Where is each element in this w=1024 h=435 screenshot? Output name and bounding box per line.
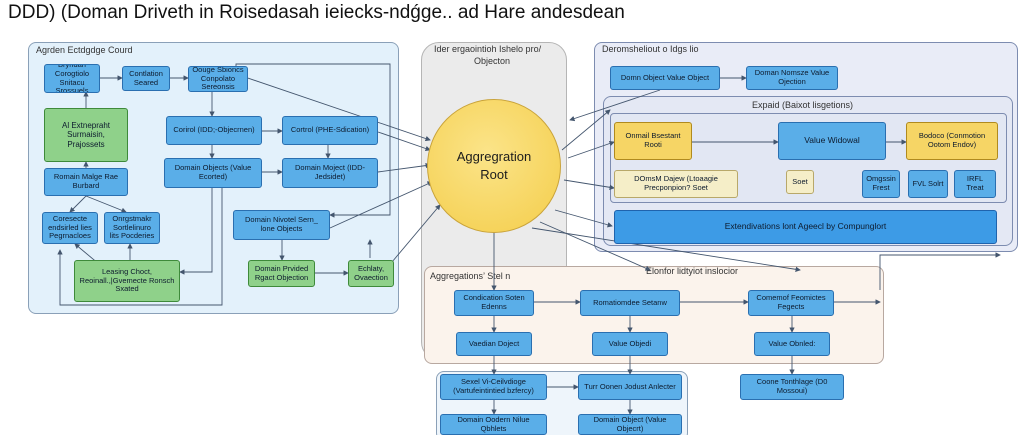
domain-objects-node[interactable]: Domain Objects (Value Ecorted): [164, 158, 262, 188]
domain-prvided-node[interactable]: Domain Prvided Rgact Objection: [248, 260, 315, 287]
b-coone-node[interactable]: Coone Tonthlage (D0 Mossoui): [740, 374, 844, 400]
connecte-node[interactable]: Coresecte endsirled lies Pegrnacloes: [42, 212, 98, 244]
r-omgssin-node[interactable]: Omgssin Frest: [862, 170, 900, 198]
bottom-context-title: Aggregations’ Stel n: [430, 271, 511, 281]
r-soet-node[interactable]: Soet: [786, 170, 814, 194]
control-phe-node[interactable]: Cortrol (PHE-Sdication): [282, 116, 378, 145]
leasing-node[interactable]: Leasing Choct, Reoinall.,|Gvemecte Ronsc…: [74, 260, 180, 302]
echlaty-node[interactable]: Echlaty, Ovaection: [348, 260, 394, 287]
b-turr-node[interactable]: Turr Oonen Jodust Anlecter: [578, 374, 682, 400]
b-domain-oodern-node[interactable]: Domain Oodern Nilue Qbhlets: [440, 414, 547, 435]
r-domain-object-node[interactable]: Domn Object Value Object: [610, 66, 720, 90]
al-extnepraht-node[interactable]: Al Extnepraht Surmaisin, Prajossets: [44, 108, 128, 162]
center-context-title-2: Objecton: [474, 56, 511, 66]
left-context-title: Agrden Ectdgdge Courd: [36, 45, 133, 55]
b-vaedian-doject-node[interactable]: Vaedian Doject: [456, 332, 532, 356]
bryndan-node[interactable]: Bryndan Corogtiolo Snitacu Srossuels: [44, 64, 100, 93]
r-extend-node[interactable]: Extendivations lont Ageecl by Compunglor…: [614, 210, 997, 244]
b-romatiomdee-node[interactable]: Romatiomdee Setanw: [580, 290, 680, 316]
right-outer-title: Deromsheliout o Idgs lio: [602, 44, 699, 54]
aggregation-root-node[interactable]: Aggregration Root: [427, 99, 561, 233]
oouge-node[interactable]: Oouge Sbioncs Conpolato Sereonsis: [188, 66, 248, 92]
romain-malge-node[interactable]: Romain Malge Rae Burbard: [44, 168, 128, 196]
root-label-2: Root: [480, 167, 508, 182]
onrgstmakr-node[interactable]: Onrgstmakr Sortlelinuro lits Pocderies: [104, 212, 160, 244]
page-title: DDD) (Doman Driveth in Roisedasah ieieck…: [8, 2, 625, 23]
r-irfl-node[interactable]: IRFL Treat: [954, 170, 996, 198]
b-comemof-node[interactable]: Comemof Feomictes Fegects: [748, 290, 834, 316]
r-bodoco-node[interactable]: Bodoco (Conmotion Ootom Endov): [906, 122, 998, 160]
b-domain-object-node[interactable]: Domain Object (Value Objecrt): [578, 414, 682, 435]
contlation-node[interactable]: Contlation Seared: [122, 66, 170, 91]
bottom-context-tab: Elonfor lidtyiot inslocior: [646, 266, 739, 276]
b-sexel-node[interactable]: Sexel Vi-Ceilvdioge (Vartufeintintied bz…: [440, 374, 547, 400]
b-condication-node[interactable]: Condication Soten Edenns: [454, 290, 534, 316]
center-context-title-1: Ider ergaointioh Ishelo pro/: [434, 44, 542, 54]
b-value-obnled-node[interactable]: Value Obnled:: [754, 332, 830, 356]
root-label-1: Aggregration: [456, 148, 532, 164]
r-onmail-node[interactable]: Onmail Bsestant Rooti: [614, 122, 692, 160]
control-ddd-node[interactable]: Corirol (IDD;-Objecrnen): [166, 116, 262, 145]
right-inner-title: Expaid (Baixot lisgetions): [752, 100, 854, 110]
domain-nivotel-node[interactable]: Domain Nivotel Sern_ lone Objects: [233, 210, 330, 240]
r-fvl-node[interactable]: FVL Solrt: [908, 170, 948, 198]
domain-moject-node[interactable]: Domain Moject (IDD- Jedsidet): [282, 158, 378, 188]
b-value-objedi-node[interactable]: Value Objedi: [592, 332, 668, 356]
r-value-widowal-node[interactable]: Value Widowal: [778, 122, 886, 160]
r-domsm-node[interactable]: DOmsM Dajew (Ltoaagie Precponpion? Soet: [614, 170, 738, 198]
r-doman-nomsze-node[interactable]: Doman Nomsze Value Ojection: [746, 66, 838, 90]
